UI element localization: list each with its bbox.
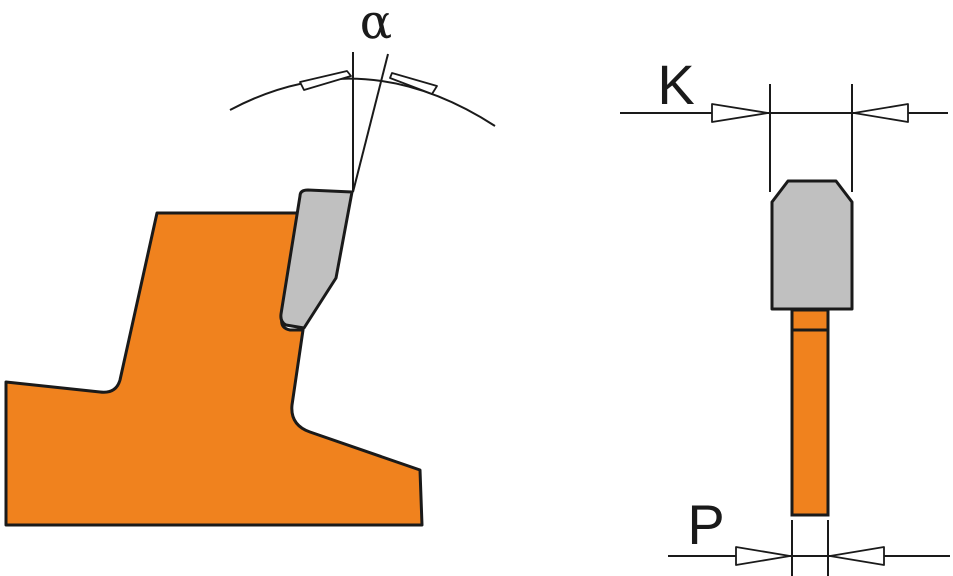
- hook-angle-arrow-left: [299, 70, 352, 91]
- blade-body-side: [4, 211, 424, 527]
- kerf-arrow-right: [853, 103, 909, 123]
- blade-body-front: [790, 308, 830, 517]
- hook-angle-arrow-right: [389, 72, 438, 95]
- plate-arrow-left: [735, 546, 791, 566]
- tooth-front-view: K P: [620, 53, 950, 576]
- hook-angle-label: α: [360, 0, 392, 50]
- hook-angle-face-line: [352, 53, 389, 193]
- carbide-tip-side: [279, 188, 354, 330]
- tooth-side-view: α: [4, 0, 496, 527]
- hook-angle-arc: [229, 77, 496, 127]
- plate-arrow-right: [829, 546, 885, 566]
- plate-thickness-label: P: [687, 493, 724, 556]
- kerf-width-label: K: [657, 53, 694, 116]
- carbide-tip-front: [770, 179, 854, 311]
- kerf-arrow-left: [711, 103, 769, 123]
